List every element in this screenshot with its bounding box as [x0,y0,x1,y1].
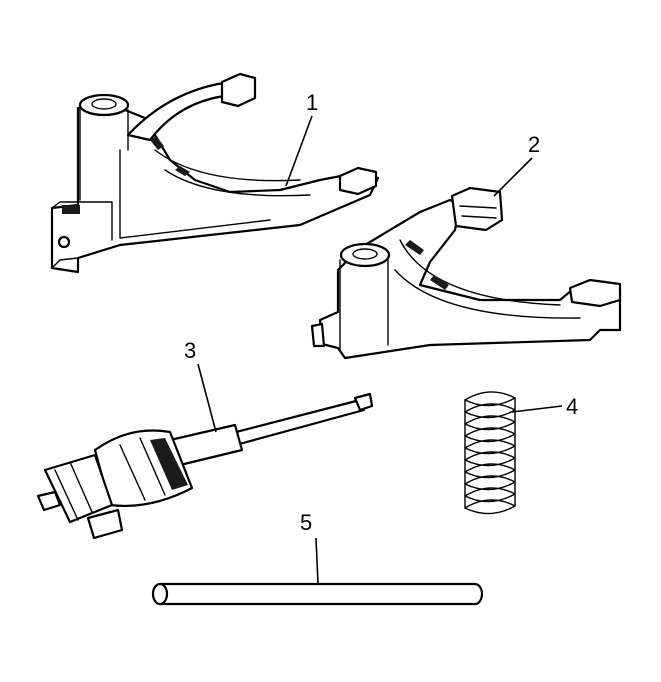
callout-3: 3 [184,338,196,363]
leader-line-4 [511,405,563,413]
callout-5: 5 [300,510,312,535]
shift-shaft-assembly-3 [36,392,374,540]
shift-fork-2 [310,186,622,360]
rod-5 [151,582,484,606]
shift-fork-1 [50,72,380,274]
leader-line-3 [197,363,217,433]
spring-4 [464,391,516,515]
leader-line-2 [493,157,533,197]
leader-line-1 [285,115,313,187]
callout-4: 4 [566,394,578,419]
callout-1: 1 [306,90,318,115]
leader-line-5 [315,537,319,585]
callout-2: 2 [528,132,540,157]
